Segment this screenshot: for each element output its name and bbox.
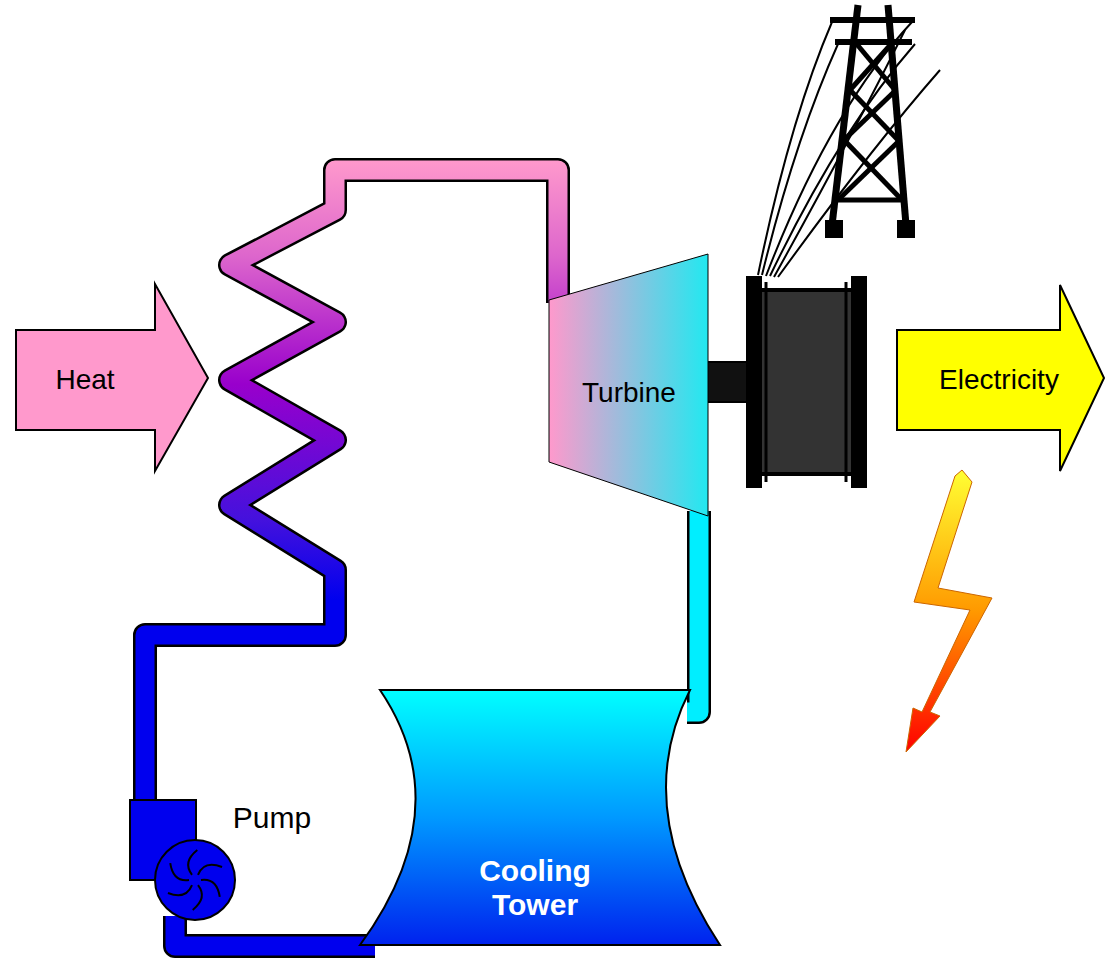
- text-area: Cooling Tower: [455, 838, 615, 938]
- cooling-tower-shape: [360, 690, 720, 945]
- coolant-pipe: [687, 511, 699, 712]
- text-area: Pump: [212, 794, 332, 842]
- turbine-shape: [549, 254, 708, 516]
- text-area: Turbine: [552, 353, 706, 433]
- generator-rim: [765, 282, 768, 482]
- text-area: Heat: [15, 330, 155, 430]
- generator-flange: [746, 276, 762, 488]
- coolant-pipe: [175, 916, 375, 946]
- turbine-label: Turbine: [582, 377, 676, 409]
- pump-housing: [155, 840, 235, 920]
- tower-foot: [825, 220, 843, 238]
- turbine-shaft: [704, 362, 748, 402]
- generator-rim: [845, 282, 848, 482]
- cooling-tower: Cooling Tower: [345, 688, 725, 958]
- electricity-arrow: Electricity: [895, 283, 1106, 473]
- pipe-outline: [687, 511, 699, 712]
- power-lines: [758, 22, 940, 277]
- electricity-arrow-label: Electricity: [939, 364, 1059, 396]
- pipe-outline: [175, 916, 375, 946]
- generator-flange: [851, 276, 867, 488]
- tower-foot: [897, 220, 915, 238]
- pump-impeller: [168, 850, 222, 910]
- text-area: Electricity: [899, 330, 1099, 430]
- cooling-tower-label: Cooling Tower: [455, 854, 615, 923]
- heat-arrow: Heat: [15, 283, 210, 473]
- heat-arrow-shape: [16, 284, 208, 471]
- turbine: Turbine: [548, 253, 710, 517]
- heat-arrow-label: Heat: [55, 364, 114, 396]
- pump: Pump: [128, 790, 338, 922]
- electricity-arrow-shape: [897, 285, 1104, 471]
- lightning-bolt: [906, 470, 992, 752]
- generator-body: [760, 290, 854, 474]
- pump-label: Pump: [233, 801, 311, 836]
